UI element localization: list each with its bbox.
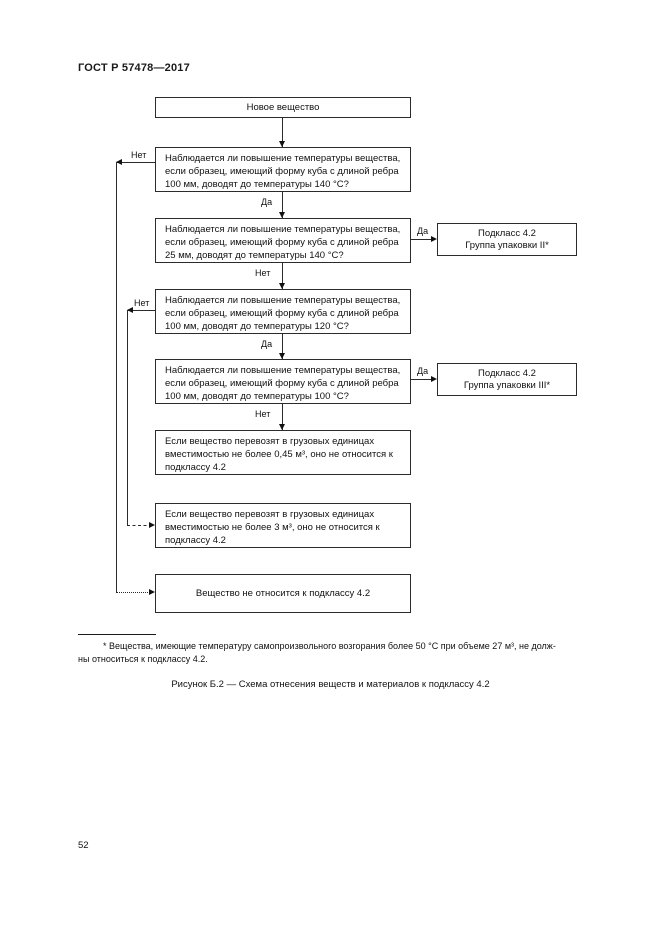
- connector-d2-d3: [282, 263, 283, 289]
- flowchart-result-not-subclass42: Вещество не относится к подклассу 4.2: [155, 574, 411, 613]
- flowchart-decision-140c-25mm: Наблюдается ли повышение температуры вещ…: [155, 218, 411, 263]
- arrowhead-down-icon: [279, 424, 285, 430]
- connector-d3-no: [128, 310, 155, 311]
- subclass-line1: Подкласс 4.2: [478, 227, 536, 239]
- connector-outer-dotted: [116, 592, 152, 593]
- flowchart-result-045m3: Если вещество перевозят в грузовых едини…: [155, 430, 411, 475]
- footnote-separator: [78, 634, 156, 635]
- arrowhead-down-icon: [279, 283, 285, 289]
- packing-group-line2: Группа упаковки III*: [463, 379, 551, 391]
- arrowhead-down-icon: [279, 353, 285, 359]
- arrowhead-left-icon: [127, 307, 133, 313]
- packing-group-line2: Группа упаковки II*: [465, 239, 549, 251]
- footnote-line2: ны относиться к подклассу 4.2.: [78, 654, 208, 664]
- label-no: Нет: [255, 268, 271, 278]
- figure-caption: Рисунок Б.2 — Схема отнесения веществ и …: [171, 679, 490, 690]
- label-yes: Да: [417, 226, 429, 236]
- connector-d2-subclass2: [411, 239, 433, 240]
- connector-d4-b5: [282, 404, 283, 430]
- flowchart-result-subclass42-pg2: Подкласс 4.2 Группа упаковки II*: [437, 223, 577, 256]
- connector-d4-subclass3: [411, 379, 433, 380]
- connector-outer-no-line: [116, 162, 117, 592]
- arrowhead-down-icon: [279, 141, 285, 147]
- connector-inner-dashed: [127, 525, 152, 526]
- connector-start-d1: [282, 118, 283, 147]
- label-yes: Да: [417, 366, 429, 376]
- label-no: Нет: [131, 150, 147, 160]
- connector-d1-no: [117, 162, 155, 163]
- arrowhead-right-icon: [431, 236, 437, 242]
- flowchart-decision-100c-100mm: Наблюдается ли повышение температуры вещ…: [155, 359, 411, 404]
- flowchart-start-box: Новое вещество: [155, 97, 411, 118]
- flowchart-result-subclass42-pg3: Подкласс 4.2 Группа упаковки III*: [437, 363, 577, 396]
- connector-inner-no-line: [127, 310, 128, 525]
- page-number: 52: [78, 840, 89, 851]
- label-no: Нет: [255, 409, 271, 419]
- label-yes: Да: [261, 197, 273, 207]
- connector-d3-d4: [282, 334, 283, 359]
- flowchart-decision-140c-100mm: Наблюдается ли повышение температуры вещ…: [155, 147, 411, 192]
- flowchart-decision-120c-100mm: Наблюдается ли повышение температуры вещ…: [155, 289, 411, 334]
- connector-d1-d2: [282, 192, 283, 218]
- flowchart-result-3m3: Если вещество перевозят в грузовых едини…: [155, 503, 411, 548]
- arrowhead-right-icon: [431, 376, 437, 382]
- subclass-line1: Подкласс 4.2: [478, 367, 536, 379]
- footnote-line1: * Вещества, имеющие температуру самопрои…: [103, 641, 556, 651]
- document-header: ГОСТ Р 57478—2017: [78, 62, 190, 74]
- label-no: Нет: [134, 298, 150, 308]
- arrowhead-down-icon: [279, 212, 285, 218]
- arrowhead-right-icon: [149, 522, 155, 528]
- label-yes: Да: [261, 339, 273, 349]
- arrowhead-left-icon: [116, 159, 122, 165]
- arrowhead-right-icon: [149, 589, 155, 595]
